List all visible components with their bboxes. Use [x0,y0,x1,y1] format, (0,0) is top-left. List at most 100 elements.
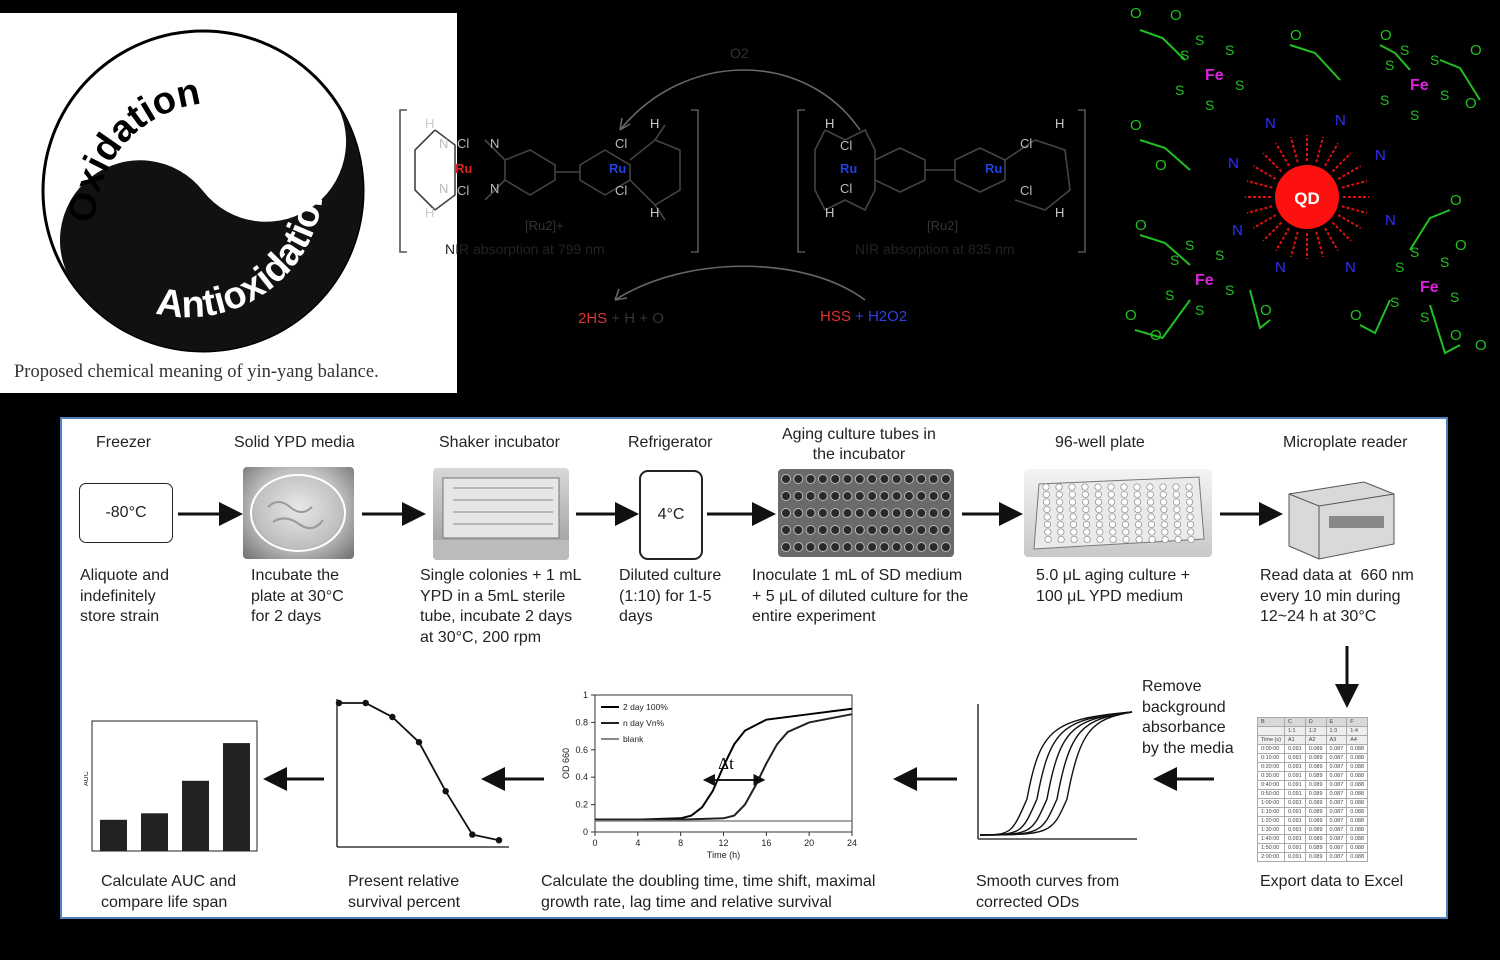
table-cell: A2 [1304,735,1327,745]
well [1081,483,1089,491]
petri-dish-image [243,467,354,559]
sulfur-atom: S [1235,77,1244,93]
well [1057,528,1065,536]
well [1186,520,1195,529]
nitrogen-atom: N [1265,115,1276,132]
well [1094,490,1102,499]
calculate-text: Calculate the doubling time, time shift,… [541,873,876,911]
right-complex-label: [Ru2] [927,218,958,233]
sulfur-atom: S [1225,282,1234,298]
well [1056,520,1065,529]
well [1108,520,1117,529]
ligand-chain [1134,299,1191,340]
tube [781,491,791,501]
tube [805,508,816,518]
ligand-chain [1409,209,1451,251]
table-cell: 1:20:00 [1257,816,1285,826]
qd-bond [1324,227,1339,252]
tube [805,542,816,552]
qd-bond [1246,205,1273,215]
well [1082,498,1090,506]
sulfur-atom: S [1390,294,1399,310]
tube [781,542,791,552]
tube [928,491,939,501]
ligand-chain [1139,234,1191,266]
survival-point [335,699,343,707]
y-tick-label: 0.6 [575,745,588,755]
nitrogen-atom: N [1232,222,1243,239]
qd-bond [1289,231,1299,258]
table-cell: 0.087 [1325,789,1348,799]
table-cell: 0.089 [1304,834,1327,844]
well [1159,483,1167,491]
well-plate-image [1024,469,1212,557]
export-text: Export data to Excel [1260,873,1404,890]
table-cell: 0.088 [1346,852,1369,862]
table-cell: Time (s) [1257,735,1285,745]
fe-atom: Fe [1410,77,1429,94]
sulfur-atom: S [1380,92,1389,108]
qd-bond [1324,142,1339,167]
step-title-aging: Aging culture tubes in the incubator [782,426,936,463]
well [1069,520,1078,529]
table-cell: 0:40:00 [1257,780,1285,790]
tube [940,474,951,484]
table-cell: 0:10:00 [1257,753,1285,763]
tube [805,474,816,484]
well [1083,535,1091,544]
tube [805,525,816,535]
y-tick-label: 0 [583,827,588,837]
well [1146,490,1154,499]
sulfur-atom: S [1410,244,1419,260]
oxygen-atom: O [1450,192,1462,209]
qd-core [1275,165,1339,229]
table-cell: 0.089 [1304,789,1327,799]
sulfur-atom: S [1440,87,1449,103]
well [1108,505,1116,514]
table-cell: 0.088 [1346,789,1369,799]
tube [830,525,841,535]
well [1161,535,1169,544]
tube [793,474,804,484]
well [1160,520,1169,529]
tube [928,508,939,518]
sulfur-atom: S [1430,52,1439,68]
oxygen-atom: O [1155,157,1167,174]
table-cell: 0.091 [1283,744,1306,754]
table-cell: 0.087 [1325,762,1348,772]
table-cell: 0:00:00 [1257,744,1285,754]
well [1070,535,1078,544]
nitrogen-atom: N [1375,147,1386,164]
well [1174,528,1182,536]
oxygen-atom: O [1130,5,1142,22]
table-cell: 0.089 [1304,744,1327,754]
well [1069,498,1077,506]
well [1173,513,1181,521]
table-cell: 0:50:00 [1257,789,1285,799]
well [1055,490,1063,499]
well [1134,520,1143,529]
oxygen-atom: O [1260,302,1272,319]
tube [830,474,841,484]
auc-bar [182,780,209,851]
step-desc-ypd: Incubate the plate at 30°C for 2 days [251,567,344,625]
x-tick-label: 12 [718,838,728,848]
table-cell: 0.089 [1304,825,1327,835]
table-cell: 0.087 [1325,825,1348,835]
table-cell: 0.088 [1346,834,1369,844]
tube [916,474,927,484]
x-tick-label: 0 [592,838,597,848]
well [1160,498,1168,506]
well [1083,528,1091,536]
well [1134,505,1142,514]
h-atom: H [825,116,834,131]
well [1042,483,1050,491]
x-tick-label: 20 [804,838,814,848]
tube [854,508,865,518]
